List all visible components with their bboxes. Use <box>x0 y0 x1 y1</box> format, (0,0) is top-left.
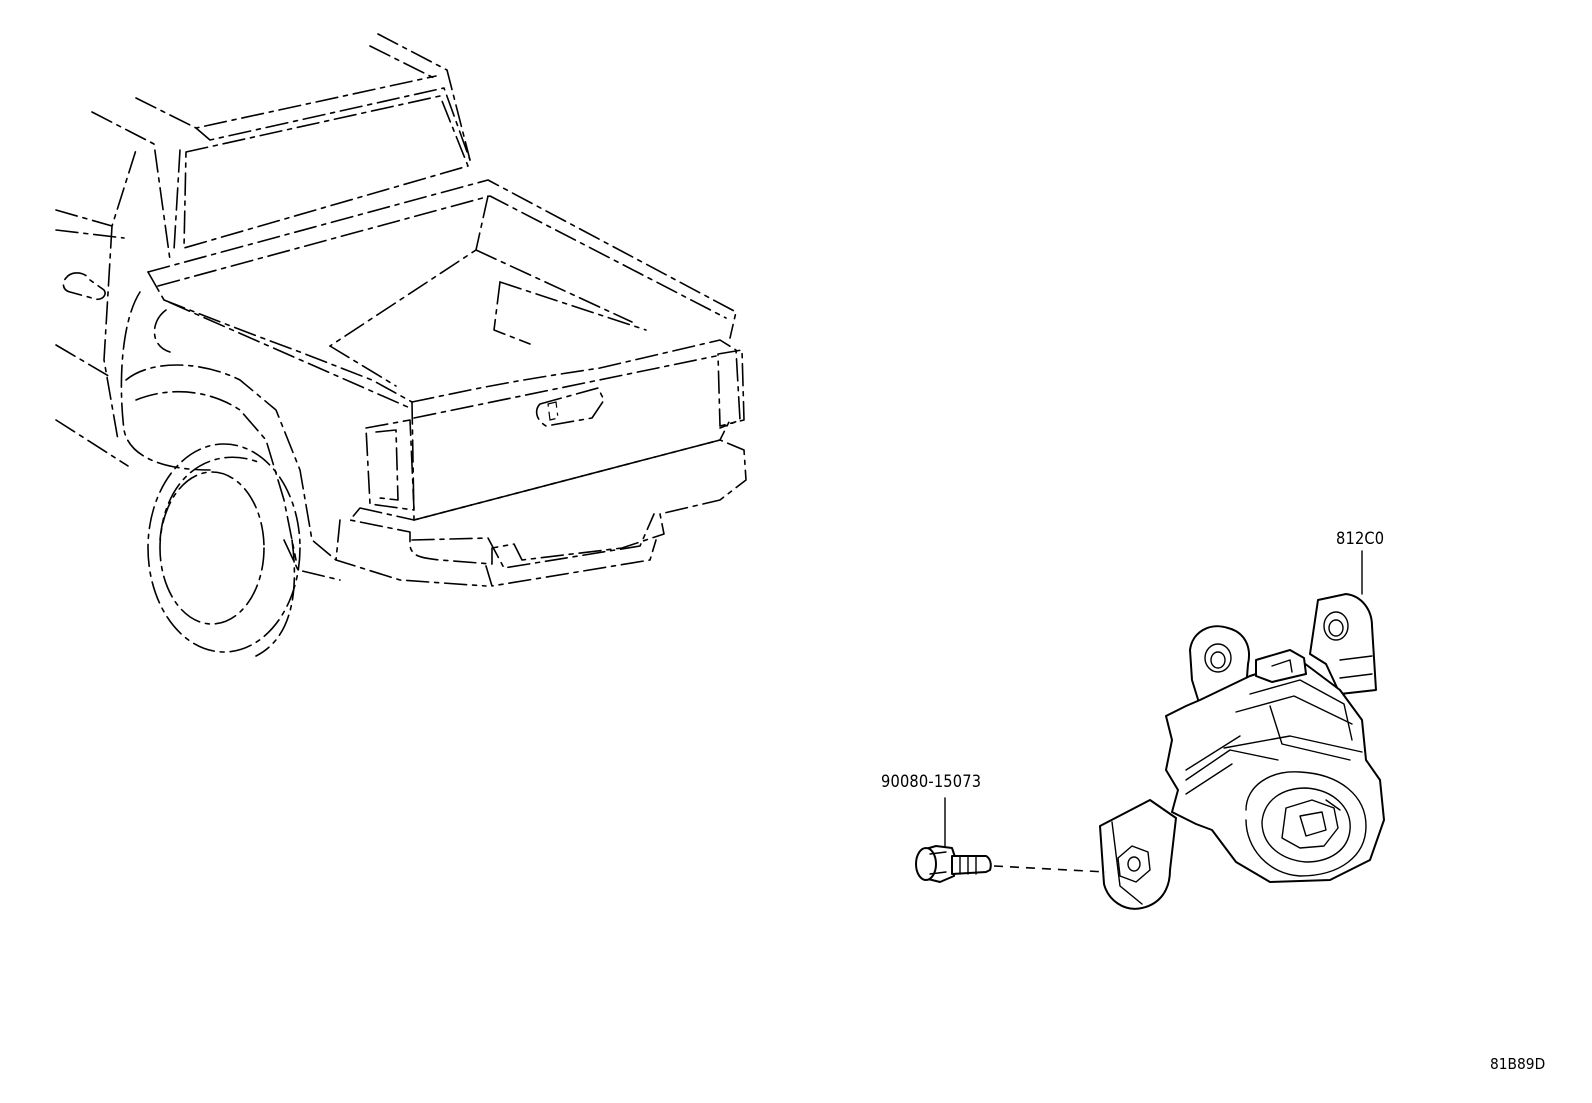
flange-bolt-icon <box>915 845 992 883</box>
camera-part-number: 812C0 <box>1336 529 1385 549</box>
assembly-line <box>993 865 1107 873</box>
rear-view-camera-icon <box>1099 593 1385 910</box>
bolt-part-number: 90080-15073 <box>881 772 982 792</box>
reference-code: 81B89D <box>1490 1055 1546 1073</box>
pickup-truck-rear-icon <box>55 33 747 657</box>
